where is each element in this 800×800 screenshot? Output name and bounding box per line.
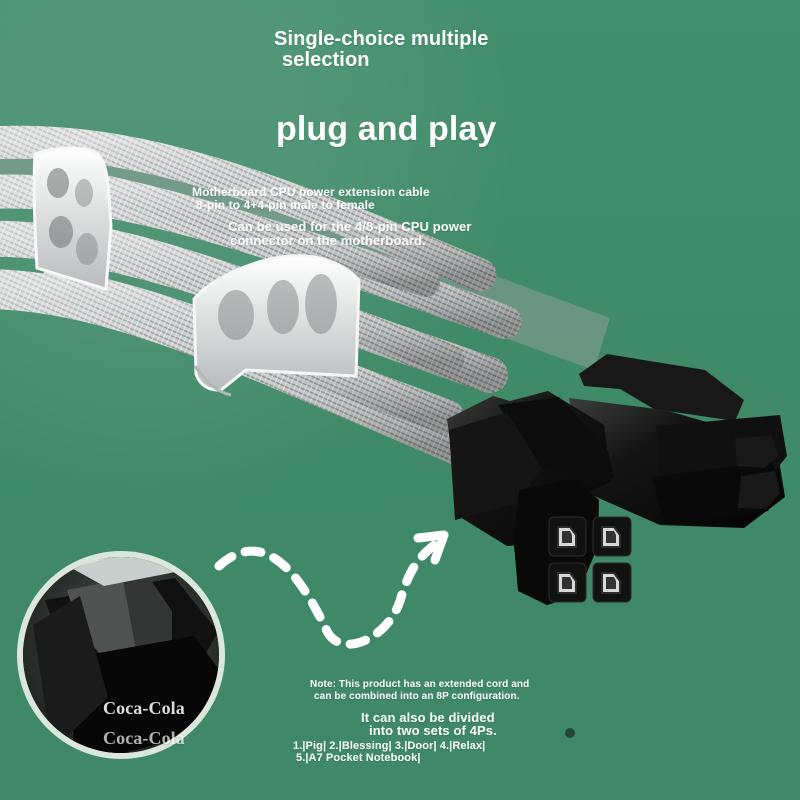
description-line-two: 8-pin to 4+4-pin male to female [196, 197, 375, 212]
product-option-title: Single-choice multiple selection [274, 29, 544, 71]
brand-watermark-top: Coca-Cola [103, 698, 185, 718]
cable-comb-upper [32, 146, 113, 291]
product-description: Motherboard CPU power extension cable 8-… [192, 186, 430, 211]
product-note: Note: This product has an extended cord … [310, 679, 529, 702]
headline: plug and play [276, 110, 497, 148]
brand-watermark-bottom: Coca-Cola [103, 728, 185, 748]
connector-detail-inset [17, 551, 225, 759]
option-list-line-two: 5.|A7 Pocket Notebook| [296, 752, 421, 765]
cable-comb-lower [192, 254, 361, 397]
compatibility-line-one: Can be used for the 4/8-pin CPU power [228, 219, 472, 234]
small-speck-dot [565, 728, 575, 738]
divide-line-two: into two sets of 4Ps. [369, 722, 497, 738]
dashed-arrow [214, 530, 449, 649]
compatibility-line-two: connector on the motherboard. [230, 232, 426, 248]
compatibility-copy: Can be used for the 4/8-pin CPU power co… [228, 220, 472, 247]
option-list: 1.|Pig| 2.|Blessing| 3.|Door| 4.|Relax| … [293, 740, 485, 764]
title-line-two: selection [282, 49, 370, 71]
divide-copy: It can also be divided into two sets of … [361, 710, 497, 738]
note-line-one: Note: This product has an extended cord … [310, 679, 530, 690]
note-line-two: can be combined into an 8P configuration… [314, 690, 520, 702]
description-line-one: Motherboard CPU power extension cable [192, 185, 430, 199]
black-cpu-connectors [447, 354, 787, 605]
option-list-line-one: 1.|Pig| 2.|Blessing| 3.|Door| 4.|Relax| [293, 740, 486, 752]
divide-line-one: It can also be divided [361, 710, 495, 725]
title-line-one: Single-choice multiple [274, 28, 489, 50]
